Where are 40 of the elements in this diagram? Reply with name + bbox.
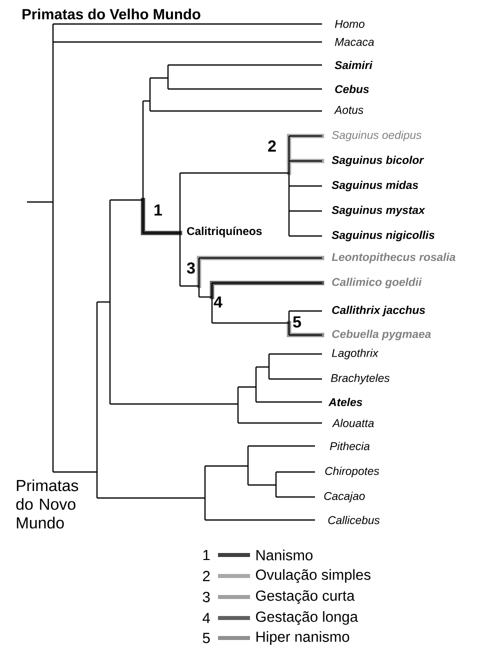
legend-label: Nanismo: [256, 550, 312, 560]
trait-number: 5: [293, 316, 301, 328]
trait-number: 4: [214, 296, 222, 308]
taxon-label: Leontopithecus rosalia: [332, 252, 456, 264]
legend-number: 3: [202, 592, 210, 602]
trait-number: 3: [186, 262, 195, 274]
clade-label: Calitriquíneos: [187, 226, 262, 238]
legend-label: Ovulação simples: [256, 569, 370, 583]
taxon-label: Callicebus: [328, 516, 380, 524]
taxon-label: Cacajao: [324, 492, 365, 502]
taxon-label: Cebus: [335, 84, 369, 94]
taxon-label: Aotus: [334, 106, 364, 114]
taxon-label: Ateles: [328, 398, 362, 406]
trait-number: 2: [268, 140, 276, 152]
taxon-label: Saguinus mystax: [332, 206, 426, 216]
taxon-label: Pithecia: [330, 442, 370, 450]
taxon-label: Macaca: [334, 38, 374, 46]
legend-label: Gestação longa: [256, 611, 358, 625]
taxon-label: Alouatta: [332, 418, 374, 428]
taxon-label: Saguinus bicolor: [332, 156, 424, 166]
taxon-label: Callithrix jacchus: [332, 306, 426, 316]
legend-number: 1: [203, 550, 210, 560]
legend-label: Gestação curta: [256, 590, 355, 604]
taxon-label: Cebuella pygmaea: [332, 330, 431, 340]
taxon-label: Saimiri: [334, 60, 373, 70]
taxon-label: Brachyteles: [330, 374, 390, 384]
legend-number: 2: [202, 570, 210, 582]
clade-label: Primatas do Novo Mundo: [16, 479, 78, 529]
taxon-label: Chiropotes: [325, 466, 380, 478]
legend-label: Hiper nanismo: [256, 631, 350, 645]
taxon-label: Homo: [334, 20, 364, 28]
trait-number: 1: [154, 204, 162, 216]
taxon-label: Saguinus midas: [332, 180, 418, 192]
taxon-label: Saguinus nigicollis: [332, 230, 434, 242]
taxon-label: Saguinus oedipus: [332, 130, 422, 142]
legend-number: 4: [202, 612, 210, 624]
clade-label: Primatas do Velho Mundo: [22, 8, 200, 20]
taxon-label: Lagothrix: [332, 348, 379, 360]
legend-number: 5: [202, 632, 210, 644]
taxon-label: Callimico goeldii: [332, 278, 422, 288]
